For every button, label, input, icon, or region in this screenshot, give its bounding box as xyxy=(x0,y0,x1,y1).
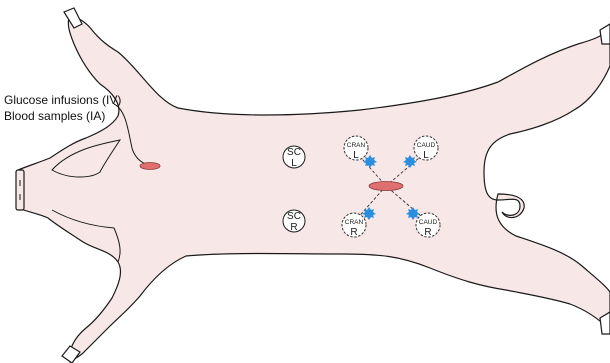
sc-left-top: SC xyxy=(287,147,301,158)
snout xyxy=(15,169,25,211)
dashed-line-caud-right xyxy=(385,185,429,223)
caud-right-top: CAUD xyxy=(419,219,438,226)
hoof-front-bottom xyxy=(61,345,81,363)
sample-marker-cran-right-icon xyxy=(362,207,376,220)
callout-text-blood: Blood samples (IA) xyxy=(4,109,105,123)
hoof-rear-bottom xyxy=(599,311,610,335)
caud-left-top: CAUD xyxy=(417,142,436,149)
callout-text-infusion: Glucose infusions (IV) xyxy=(4,93,121,107)
cran-left-bottom: L xyxy=(353,150,359,161)
sc-right-top: SC xyxy=(287,211,301,222)
abdominal-incision-icon xyxy=(368,181,404,191)
ear-outline xyxy=(51,139,122,178)
cran-right-bottom: R xyxy=(350,227,357,238)
cran-right-top: CRAN xyxy=(345,219,364,226)
hoof-front-top xyxy=(63,7,83,29)
dashed-line-caud-left xyxy=(385,151,427,187)
sample-marker-caud-left-icon xyxy=(403,155,417,168)
dashed-line-cran-right xyxy=(353,185,387,223)
neck-incision-icon xyxy=(139,162,161,170)
site-cran-right: CRAN R xyxy=(341,212,367,238)
caud-left-bottom: L xyxy=(423,150,429,161)
sample-marker-caud-right-icon xyxy=(406,207,420,220)
site-cran-left: CRAN L xyxy=(343,135,369,161)
caud-right-bottom: R xyxy=(424,227,431,238)
sample-marker-cran-left-icon xyxy=(363,155,377,168)
ear-outline-lower xyxy=(51,209,121,263)
site-sc-right: SC R xyxy=(282,209,306,233)
site-caud-right: CAUD R xyxy=(415,212,441,238)
sc-left-bottom: L xyxy=(291,158,297,169)
cran-left-top: CRAN xyxy=(347,142,366,149)
pig-body-outline xyxy=(17,13,610,363)
site-caud-left: CAUD L xyxy=(413,135,439,161)
callout-line xyxy=(113,103,147,165)
sc-right-bottom: R xyxy=(290,222,297,233)
site-sc-left: SC L xyxy=(282,145,306,169)
hoof-rear-top xyxy=(599,23,610,45)
